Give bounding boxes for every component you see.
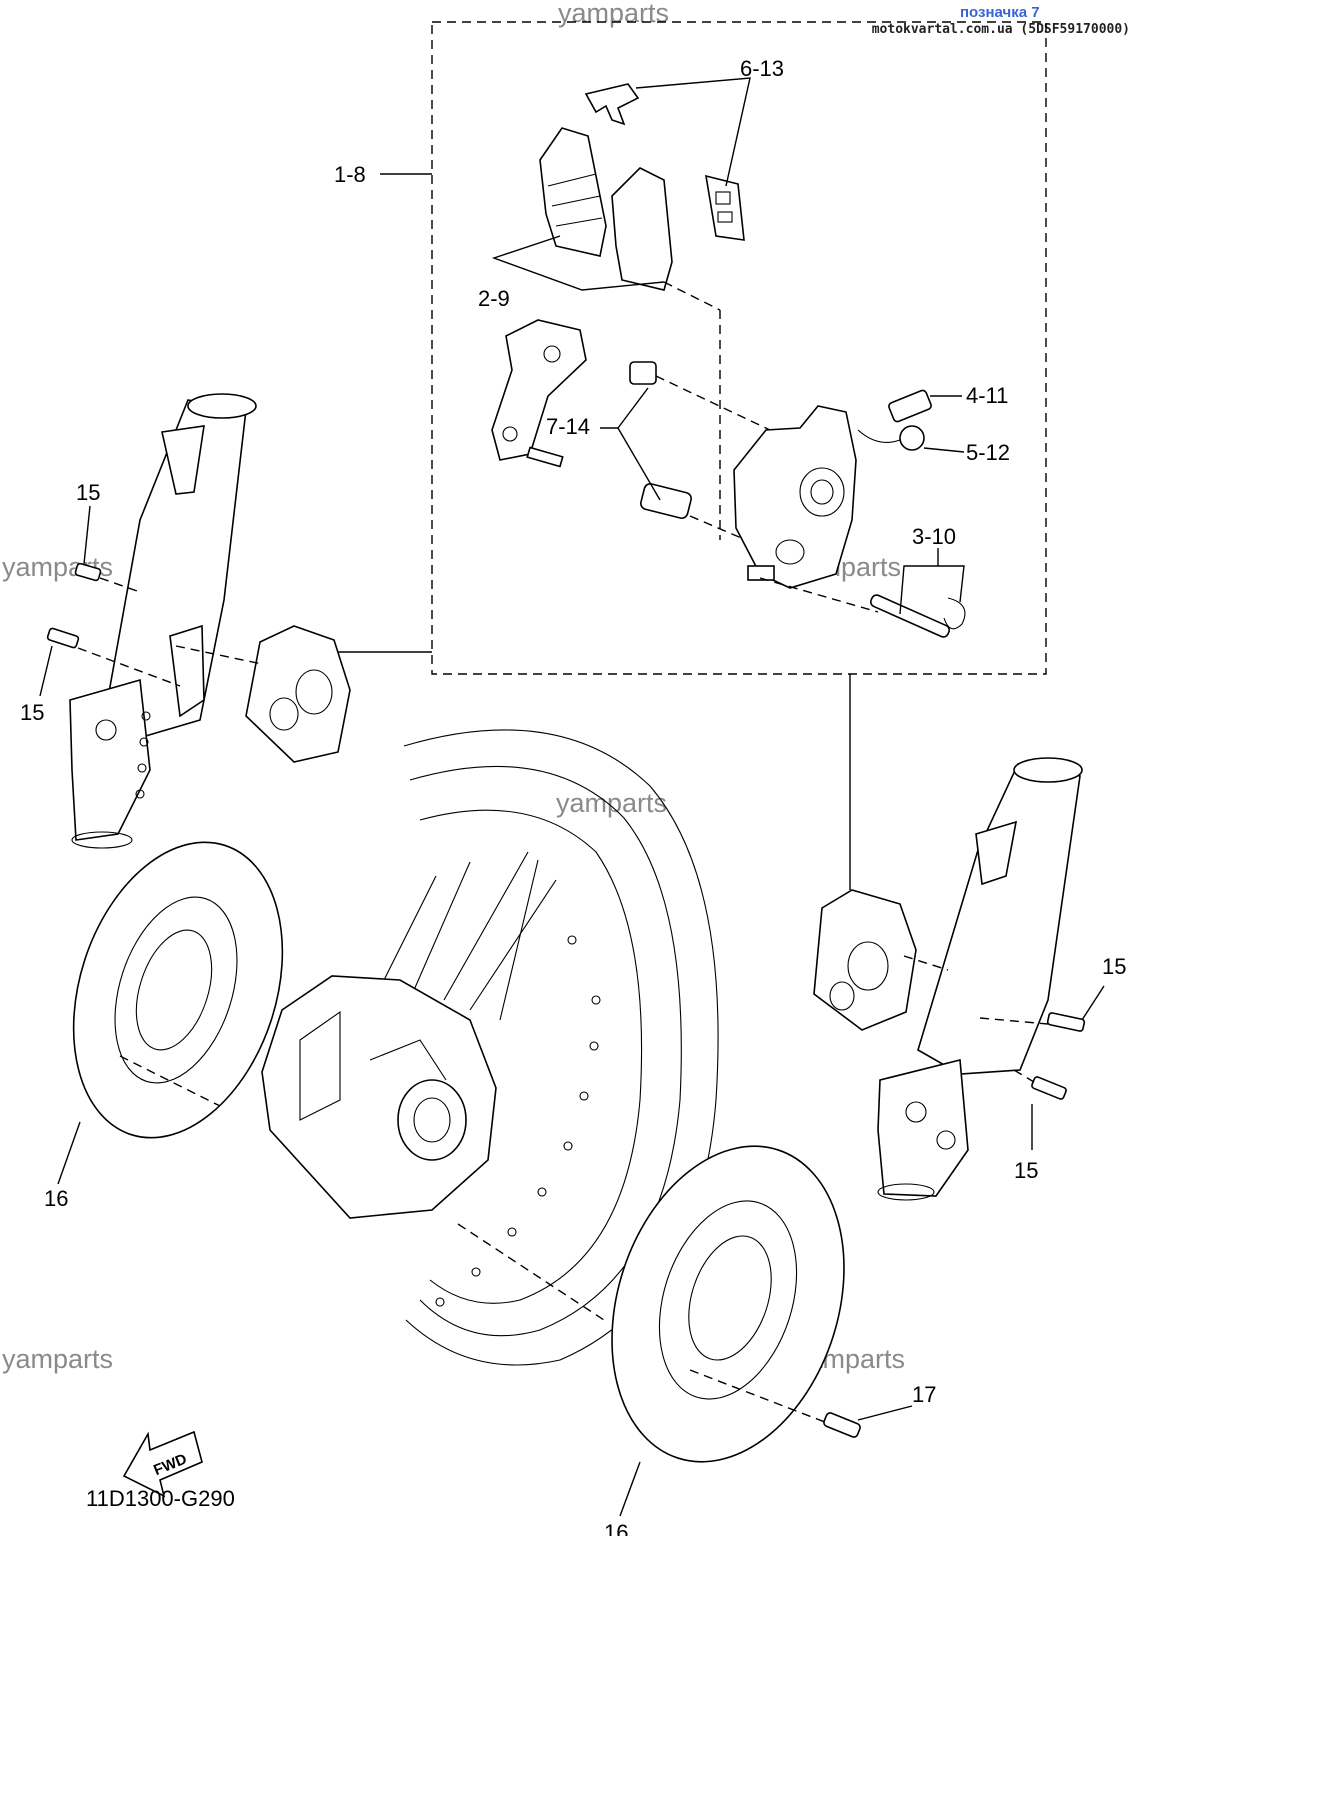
brake-pad-2 [611, 167, 673, 291]
exploded-parts-diagram: yamparts yamparts yamparts yamparts yamp… [2, 0, 1126, 1536]
callout-2-9: 2-9 [478, 286, 510, 311]
leader-16-right [619, 1461, 641, 1517]
callout-5-12: 5-12 [966, 440, 1010, 465]
callout-3-10: 3-10 [912, 524, 956, 549]
bolt-15-right-upper [1046, 1012, 1086, 1032]
left-caliper [245, 625, 351, 763]
callout-6-13: 6-13 [740, 56, 784, 81]
pad-spring-side [705, 174, 745, 241]
callout-15-right-upper: 15 [1102, 954, 1126, 979]
leader-2-9 [491, 235, 665, 291]
callout-15-left-lower: 15 [20, 700, 44, 725]
pad-pin-clip [943, 597, 966, 630]
brake-pad-1 [539, 127, 607, 257]
callout-16-right: 16 [604, 1520, 628, 1536]
slide-pin-lower [640, 483, 692, 519]
left-fork-leg [69, 393, 257, 849]
brake-disc-right [611, 1145, 845, 1463]
leader-6-13 [635, 77, 751, 187]
bolt-15-left-lower [46, 627, 80, 649]
bolt-15-left-upper [74, 562, 102, 582]
diagram-code: 11D1300-G290 [86, 1486, 235, 1511]
slide-pin-upper [629, 361, 657, 385]
caliper-assembly-box [431, 21, 1047, 675]
pad-pin [869, 594, 951, 638]
callout-1-8: 1-8 [334, 162, 366, 187]
brake-disc-left [72, 841, 284, 1139]
watermark-bottom-left: yamparts [2, 1344, 113, 1374]
wheel-rim [403, 729, 719, 1366]
leader-7-14 [617, 387, 661, 501]
pad-spring-top [584, 83, 640, 126]
callout-15-right-lower: 15 [1014, 1158, 1038, 1183]
leader-5-12 [923, 447, 965, 453]
callout-7-14: 7-14 [546, 414, 590, 439]
caliper-body [733, 405, 857, 589]
bolt-17 [823, 1412, 861, 1438]
bleed-cap [857, 425, 925, 451]
wheel-spokes [383, 851, 557, 1021]
right-fork-leg [877, 757, 1083, 1201]
watermark-center: yamparts [556, 788, 667, 818]
leader-16-left [57, 1121, 81, 1185]
source-line: motokvartal.com.ua (5DSF59170000) [871, 22, 1130, 37]
watermark-top: yamparts [558, 0, 669, 28]
bolt-15-right-lower [1031, 1076, 1067, 1100]
right-caliper [813, 889, 917, 1031]
caliper-bracket [491, 319, 587, 468]
callout-17: 17 [912, 1382, 936, 1407]
callout-15-left-upper: 15 [76, 480, 100, 505]
callout-16-left: 16 [44, 1186, 68, 1211]
leader-3-10 [899, 565, 965, 615]
bleed-screw [888, 389, 932, 423]
mark-label: позначка 7 [960, 4, 1040, 21]
callout-4-11: 4-11 [966, 383, 1008, 408]
wheel-hub [261, 975, 497, 1219]
